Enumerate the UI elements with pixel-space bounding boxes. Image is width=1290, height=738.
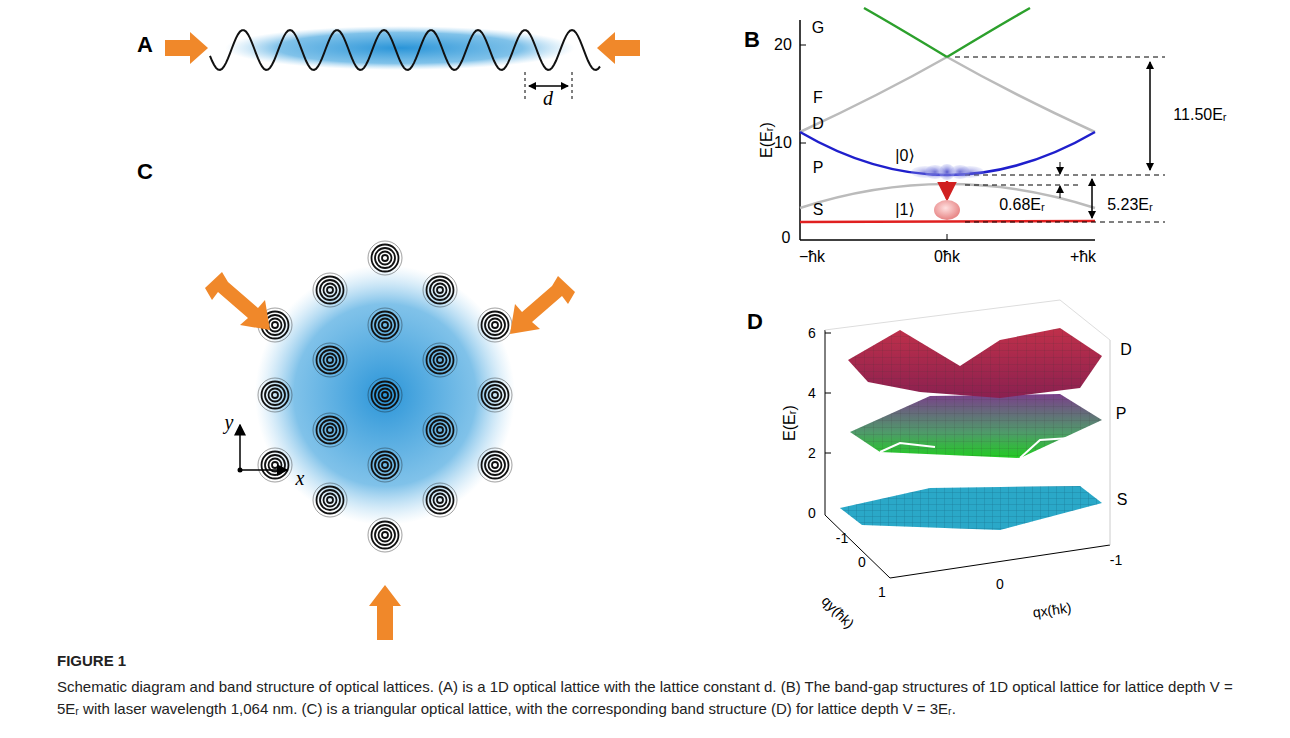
figure-caption: Schematic diagram and band structure of … [57,676,1237,720]
band-name: S [813,201,824,219]
axis-tick: 20 [774,36,792,54]
axis-title: qx(ħk) [1032,599,1073,620]
axis-tick: 10 [774,134,792,152]
band-name: D [1120,341,1132,359]
axis-tick: 0 [996,576,1004,592]
panel-letter: C [137,159,153,184]
state-label: |0⟩ [895,147,914,165]
band-name: D [812,115,824,133]
band-name: G [812,19,824,37]
axis-name: y [225,411,234,434]
figure-title: FIGURE 1 [57,652,126,669]
axis-title: E(Eᵣ) [781,405,799,441]
axis-tick: 6 [808,325,816,341]
axis-title: E(Eᵣ) [758,122,776,158]
axis-tick: 1 [878,584,886,600]
axis-name: x [296,467,305,490]
axis-tick: 0 [858,554,866,570]
panel-letter: B [744,27,760,52]
axis-tick: +ħk [1070,248,1096,266]
band-name: P [1116,405,1127,423]
axis-tick: 0ħk [934,248,960,266]
axis-tick: 2 [808,445,816,461]
gap-value: 0.68Eᵣ [999,196,1045,214]
axis-tick: -1 [1110,552,1122,568]
panel-letter: D [747,309,763,334]
lattice-constant: d [543,87,553,110]
axis-tick: 4 [808,385,816,401]
state-label: |1⟩ [895,201,914,219]
gap-value: 11.50Eᵣ [1173,106,1226,124]
gap-value: 5.23Eᵣ [1107,196,1153,214]
band-name: P [813,159,824,177]
axis-tick: −ħk [799,248,825,266]
axis-tick: 0 [808,505,816,521]
panel-letter: A [137,32,153,57]
axis-tick: -1 [836,530,848,546]
axis-title: qy(ħk) [819,593,858,632]
axis-tick: 0 [782,229,791,247]
band-name: S [1117,491,1128,509]
band-name: F [813,89,823,107]
